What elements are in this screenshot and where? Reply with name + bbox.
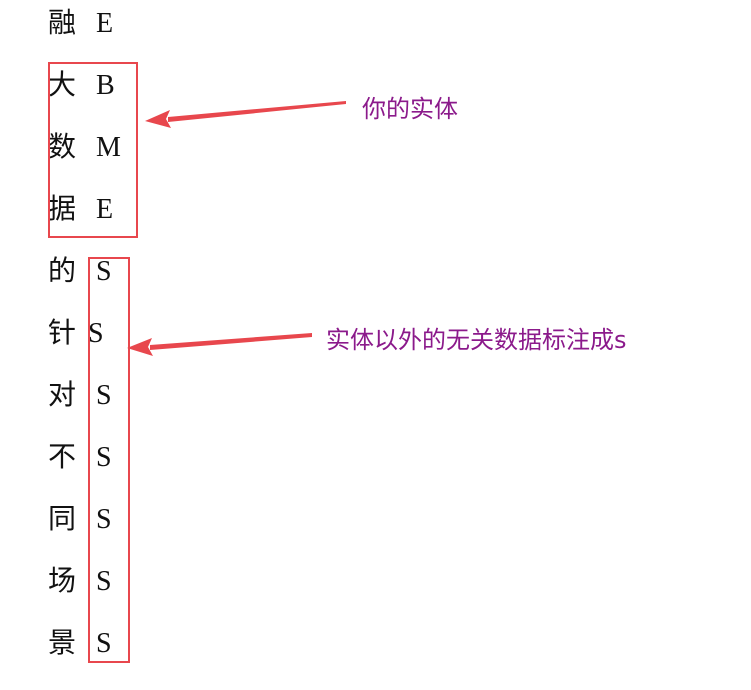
- tag-cell: S: [88, 318, 104, 349]
- row-4: 的 S: [0, 252, 200, 292]
- char-cell: 数: [48, 132, 77, 163]
- entity-arrow-shaft: [168, 101, 346, 122]
- char-cell: 对: [48, 380, 77, 411]
- tag-cell: E: [96, 194, 114, 225]
- non-entity-annotation: 实体以外的无关数据标注成s: [326, 326, 627, 354]
- tag-cell: S: [96, 504, 112, 535]
- char-cell: 的: [48, 256, 77, 287]
- entity-arrow-head: [145, 110, 171, 128]
- tag-cell: S: [96, 566, 112, 597]
- non-entity-arrow-head: [127, 338, 153, 356]
- char-cell: 针: [48, 318, 77, 349]
- entity-arrow: [145, 101, 346, 128]
- char-cell: 大: [48, 70, 77, 101]
- tag-cell: S: [96, 256, 112, 287]
- row-0: 融 E: [0, 4, 200, 44]
- row-3: 据 E: [0, 190, 200, 230]
- char-cell: 融: [48, 8, 77, 39]
- row-5: 针 S: [0, 314, 200, 354]
- non-entity-arrow-shaft: [150, 333, 312, 350]
- char-cell: 场: [48, 566, 77, 597]
- tag-cell: B: [96, 70, 115, 101]
- char-cell: 景: [48, 628, 77, 659]
- char-cell: 同: [48, 504, 77, 535]
- row-9: 场 S: [0, 562, 200, 602]
- row-2: 数 M: [0, 128, 200, 168]
- char-cell: 不: [48, 442, 77, 473]
- row-7: 不 S: [0, 438, 200, 478]
- tag-cell: S: [96, 442, 112, 473]
- entity-annotation: 你的实体: [362, 95, 458, 123]
- row-6: 对 S: [0, 376, 200, 416]
- char-cell: 据: [48, 194, 77, 225]
- tag-cell: S: [96, 628, 112, 659]
- tag-cell: S: [96, 380, 112, 411]
- tag-cell: E: [96, 8, 114, 39]
- row-8: 同 S: [0, 500, 200, 540]
- non-entity-arrow: [127, 333, 312, 356]
- row-1: 大 B: [0, 66, 200, 106]
- non-entity-highlight-box: [88, 257, 130, 663]
- entity-highlight-box: [48, 62, 138, 238]
- tag-cell: M: [96, 132, 121, 163]
- row-10: 景 S: [0, 624, 200, 664]
